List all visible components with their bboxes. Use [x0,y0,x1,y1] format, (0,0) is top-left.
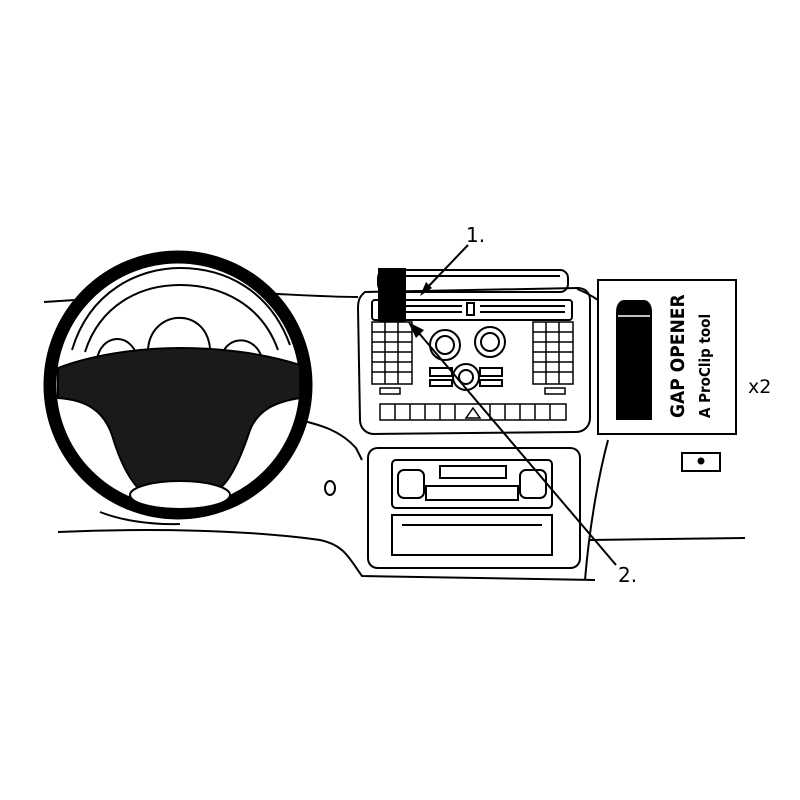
callout-label-1: 1. [466,223,485,247]
dash-knob [324,480,336,496]
callout-leaders [417,244,617,566]
top-vent-slats [380,302,565,316]
tool-title: GAP OPENER [667,294,689,418]
dash-switch [681,452,721,472]
tool-quantity: x2 [748,376,771,398]
callout-label-2: 2. [618,563,637,587]
tool-inset: GAP OPENER A ProClip tool [597,279,737,435]
button-row [379,403,567,421]
tool-subtitle: A ProClip tool [696,314,714,418]
gap-opener-in-dash [378,268,406,322]
right-vent-grille [532,321,574,395]
steering-wheel [43,250,313,520]
gap-opener-icon [616,300,652,420]
radio-unit [367,447,581,569]
left-vent-grille [371,321,413,395]
callout-arrowheads [408,282,432,338]
